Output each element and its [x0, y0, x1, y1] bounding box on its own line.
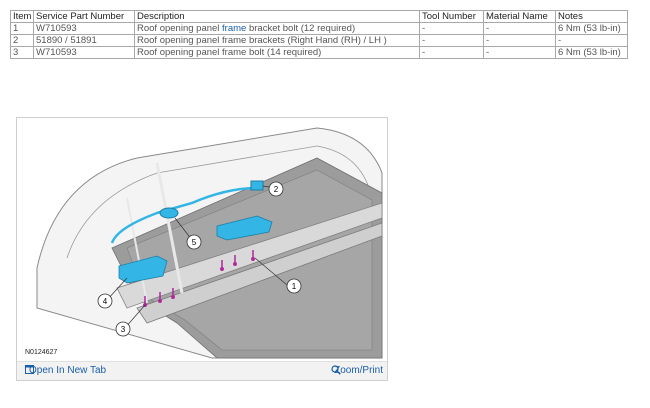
svg-text:2: 2 [274, 185, 279, 194]
cell-material-name: - [483, 34, 556, 47]
description-text-end: bracket bolt (12 required) [246, 23, 356, 34]
svg-text:3: 3 [121, 325, 126, 334]
figure-id: N0124627 [25, 349, 58, 356]
cell-part-number: 51890 / 51891 [33, 34, 135, 47]
cell-material-name: - [483, 22, 556, 35]
header-notes: Notes [555, 10, 628, 23]
cell-tool-number: - [419, 34, 484, 47]
table-header-row: Item Service Part Number Description Too… [10, 10, 628, 23]
cell-tool-number: - [419, 46, 484, 59]
zoom-print-button[interactable]: Zoom/Print [331, 365, 383, 376]
frame-bracket [118, 255, 168, 284]
cell-part-number: W710593 [33, 22, 135, 35]
drain-component [159, 207, 179, 219]
roof-panel-illustration[interactable]: 1 2 3 4 5 [17, 118, 387, 361]
header-part-number: Service Part Number [33, 10, 135, 23]
cell-part-number: W710593 [33, 46, 135, 59]
header-material-name: Material Name [483, 10, 556, 23]
support-strut [126, 197, 148, 304]
cell-description: Roof opening panel frame bolt (14 requir… [134, 46, 420, 59]
support-strut [155, 162, 184, 294]
header-tool-number: Tool Number [419, 10, 484, 23]
cell-tool-number: - [419, 22, 484, 35]
open-new-tab-button[interactable]: Open In New Tab [25, 365, 106, 376]
front-rail-lower [136, 222, 383, 324]
cell-notes: - [555, 34, 628, 47]
header-item: Item [10, 10, 34, 23]
parts-table: Item Service Part Number Description Too… [10, 10, 628, 59]
svg-text:5: 5 [192, 238, 197, 247]
cell-notes: 6 Nm (53 lb-in) [555, 22, 628, 35]
bolt-markers [143, 250, 255, 307]
zoom-print-label: Zoom/Print [334, 365, 383, 376]
front-rail [116, 202, 383, 309]
cell-notes: 6 Nm (53 lb-in) [555, 46, 628, 59]
table-row: 3 W710593 Roof opening panel frame bolt … [10, 46, 628, 59]
motor-bracket [216, 215, 273, 241]
frame-inner-outline [66, 145, 370, 259]
cell-item: 1 [10, 22, 34, 35]
description-text: Roof opening panel [137, 23, 223, 34]
callout-2: 2 [268, 181, 284, 197]
cell-description: Roof opening panel frame bracket bolt (1… [134, 22, 420, 35]
cell-item: 2 [10, 34, 34, 47]
figure-panel: 1 2 3 4 5 N0124627 Open In New Tab [16, 117, 388, 381]
cable-connector [250, 180, 264, 191]
open-new-tab-label: Open In New Tab [29, 365, 107, 376]
callout-1: 1 [286, 278, 302, 294]
table-row: 1 W710593 Roof opening panel frame brack… [10, 22, 628, 35]
cable-harness [110, 186, 258, 244]
cell-description: Roof opening panel frame brackets (Right… [134, 34, 420, 47]
svg-text:1: 1 [292, 282, 297, 291]
cell-item: 3 [10, 46, 34, 59]
svg-text:4: 4 [103, 297, 108, 306]
frame-link[interactable]: frame [222, 23, 247, 34]
figure-footer: Open In New Tab Zoom/Print [17, 361, 387, 380]
cell-material-name: - [483, 46, 556, 59]
callout-5: 5 [186, 234, 202, 250]
table-row: 2 51890 / 51891 Roof opening panel frame… [10, 34, 628, 47]
callout-4: 4 [97, 293, 113, 309]
callout-3: 3 [115, 321, 131, 337]
header-description: Description [134, 10, 420, 23]
